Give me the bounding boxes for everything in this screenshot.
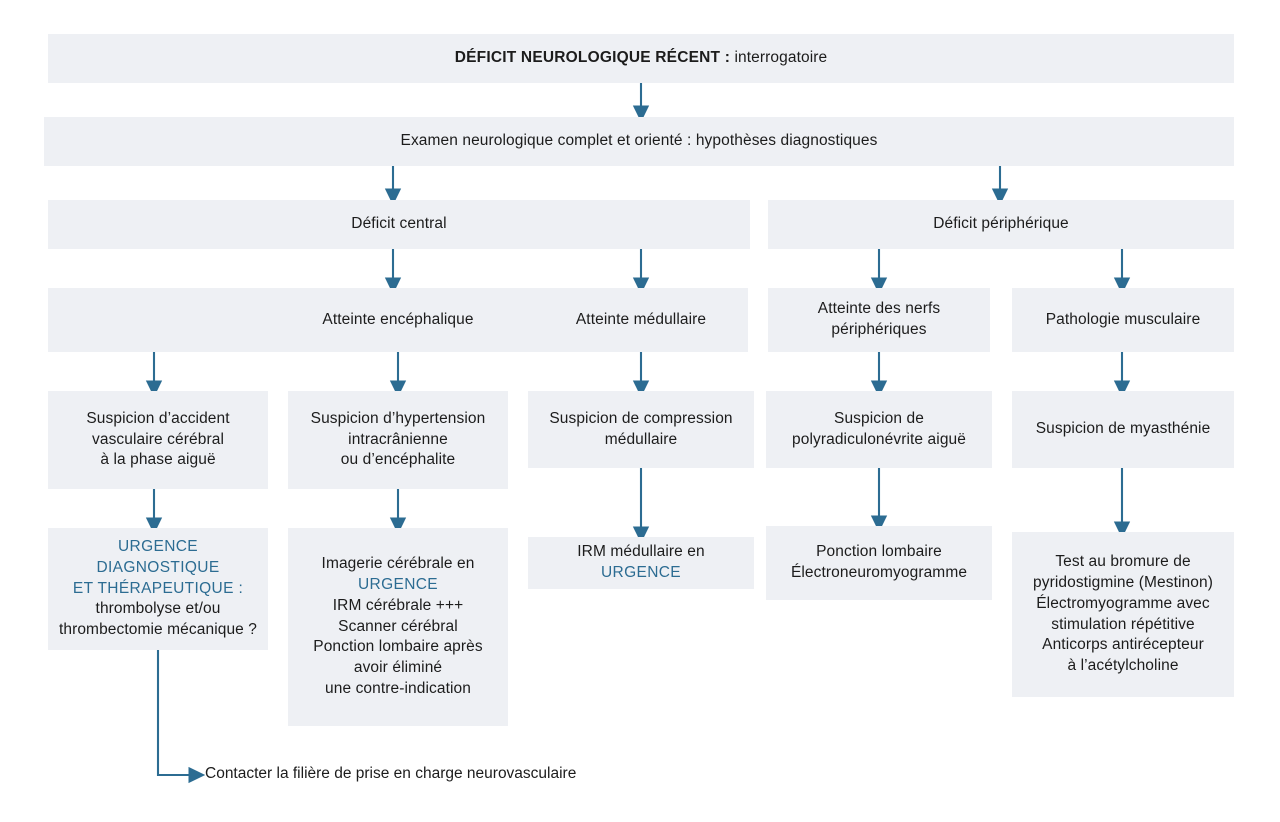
node-suspicion-avc: Suspicion d’accident vasculaire cérébral… [48, 391, 268, 489]
node-imagerie-line5: Ponction lombaire après [313, 638, 483, 656]
node-atteinte-nerfs: Atteinte des nerfs périphériques [768, 288, 990, 352]
node-suspicion-avc-line3: à la phase aiguë [100, 451, 216, 469]
node-polyradiculo-line1: Suspicion de [834, 409, 924, 427]
node-tests-myasthenie-line4: stimulation répétitive [1051, 615, 1195, 633]
node-suspicion-htic-line1: Suspicion d’hypertension [310, 409, 486, 427]
node-tests-myasthenie-line3: Électromyogramme avec [1036, 594, 1210, 612]
node-imagerie-line4: Scanner cérébral [338, 617, 458, 635]
node-atteinte-medullaire-label: Atteinte médullaire [575, 310, 707, 328]
node-suspicion-myasthenie-label: Suspicion de myasthénie [1035, 420, 1211, 438]
node-suspicion-htic-line3: ou d’encéphalite [340, 451, 456, 469]
node-lp-enmg-line2: Électroneuromyogramme [790, 564, 968, 581]
node-urgence-line4: thrombectomie mécanique ? [58, 621, 258, 639]
node-atteinte-encephalique-label: Atteinte encéphalique [322, 310, 474, 328]
node-tests-myasthenie-line2: pyridostigmine (Mestinon) [1033, 573, 1213, 591]
node-suspicion-avc-line2: vasculaire cérébral [92, 430, 224, 448]
node-atteinte-medullaire: Atteinte médullaire [534, 288, 748, 352]
node-irm-medullaire-prefix: IRM médullaire en [577, 543, 705, 561]
node-exam-label: Examen neurologique complet et orienté :… [400, 132, 878, 150]
node-tests-myasthenie-line1: Test au bromure de [1055, 552, 1191, 570]
node-exam: Examen neurologique complet et orienté :… [44, 117, 1234, 166]
node-lp-enmg-line1: Ponction lombaire [816, 543, 942, 561]
node-compression-line1: Suspicion de compression [549, 409, 733, 427]
node-deficit-central-label: Déficit central [351, 215, 447, 233]
node-imagerie-line1: Imagerie cérébrale en [321, 554, 475, 572]
node-root-label-rest: interrogatoire [730, 49, 828, 67]
node-suspicion-compression-medullaire: Suspicion de compression médullaire [528, 391, 754, 468]
node-suspicion-htic-line2: intracrânienne [348, 430, 448, 448]
node-tests-myasthenie-line5: Anticorps antirécepteur [1042, 636, 1204, 654]
node-imagerie-accent-line2: URGENCE [358, 575, 438, 593]
node-imagerie-line6: avoir éliminé [353, 659, 443, 677]
node-irm-medullaire-accent: URGENCE [601, 564, 681, 581]
node-imagerie-cerebrale: Imagerie cérébrale en URGENCE IRM cérébr… [288, 528, 508, 726]
node-atteinte-nerfs-line1: Atteinte des nerfs [817, 300, 941, 318]
node-root-label-bold: DÉFICIT NEUROLOGIQUE RÉCENT : [454, 49, 731, 67]
node-atteinte-nerfs-line2: périphériques [831, 321, 927, 338]
node-ponction-lombaire-enmg: Ponction lombaire Électroneuromyogramme [766, 526, 992, 600]
node-urgence-diagnostique: URGENCE DIAGNOSTIQUE ET THÉRAPEUTIQUE : … [48, 528, 268, 650]
node-compression-line2: médullaire [604, 430, 678, 448]
node-pathologie-musculaire-label: Pathologie musculaire [1045, 310, 1201, 328]
node-tests-myasthenie: Test au bromure de pyridostigmine (Mesti… [1012, 532, 1234, 697]
node-polyradiculo-line2: polyradiculonévrite aiguë [792, 430, 966, 448]
node-root: DÉFICIT NEUROLOGIQUE RÉCENT : interrogat… [48, 34, 1234, 83]
endnote-contacter-filiere: Contacter la filière de prise en charge … [205, 765, 577, 782]
node-deficit-peripherique-label: Déficit périphérique [933, 215, 1069, 233]
node-tests-myasthenie-line6: à l’acétylcholine [1067, 657, 1179, 675]
node-imagerie-line7: une contre-indication [325, 680, 471, 698]
node-urgence-accent-line1: URGENCE DIAGNOSTIQUE [96, 537, 220, 576]
arrow-urgence-to-endnote [156, 650, 206, 784]
node-suspicion-myasthenie: Suspicion de myasthénie [1012, 391, 1234, 468]
node-imagerie-line3: IRM cérébrale +++ [332, 596, 464, 614]
node-pathologie-musculaire: Pathologie musculaire [1012, 288, 1234, 352]
node-suspicion-polyradiculonevrite: Suspicion de polyradiculonévrite aiguë [766, 391, 992, 468]
node-urgence-accent-line2: ET THÉRAPEUTIQUE : [72, 579, 244, 597]
node-suspicion-avc-line1: Suspicion d’accident [86, 409, 230, 427]
node-urgence-line3: thrombolyse et/ou [95, 600, 221, 618]
node-deficit-central: Déficit central [48, 200, 750, 249]
node-suspicion-htic: Suspicion d’hypertension intracrânienne … [288, 391, 508, 489]
node-deficit-peripherique: Déficit périphérique [768, 200, 1234, 249]
node-irm-medullaire: IRM médullaire en URGENCE [528, 537, 754, 589]
